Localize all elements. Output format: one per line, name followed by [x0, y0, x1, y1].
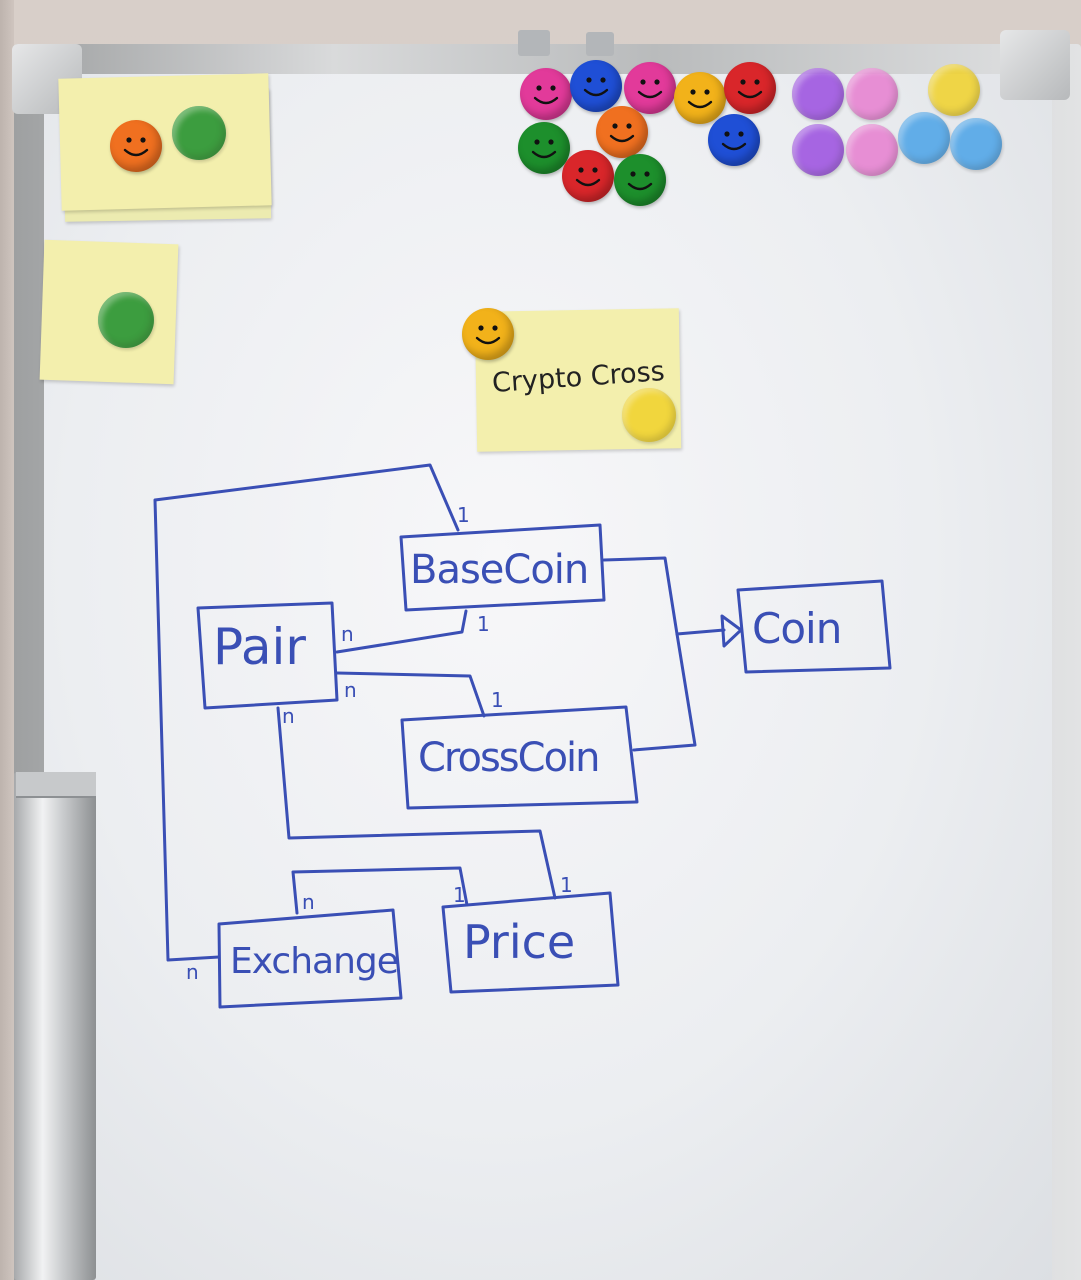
assoc-exchange-price	[291, 866, 469, 915]
smiley-magnet	[624, 62, 676, 114]
multiplicity-label: 1	[457, 503, 470, 527]
magnet	[846, 68, 898, 120]
smiley-magnet	[462, 308, 514, 360]
smiley-magnet	[596, 106, 648, 158]
exchange-box	[217, 908, 403, 1009]
assoc-pair-crosscoin	[335, 671, 486, 718]
generalization-crosscoin-coin	[632, 632, 697, 752]
coin-label: Coin	[752, 604, 842, 653]
multiplicity-label: n	[344, 678, 357, 702]
exchange-label: Exchange	[230, 941, 399, 982]
smiley-magnet	[674, 72, 726, 124]
smiley-magnet	[110, 120, 162, 172]
multiplicity-label: 1	[477, 612, 490, 636]
smiley-magnet	[520, 68, 572, 120]
marker-tray-cap	[16, 772, 96, 798]
price-label: Price	[463, 915, 576, 969]
magnet	[898, 112, 950, 164]
multiplicity-label: n	[341, 622, 354, 646]
smiley-magnet	[562, 150, 614, 202]
multiplicity-label: 1	[491, 688, 504, 712]
smiley-magnet	[518, 122, 570, 174]
pair-box	[196, 601, 339, 710]
magnet	[792, 68, 844, 120]
basecoin-box	[399, 523, 606, 612]
magnet	[792, 124, 844, 176]
magnet	[622, 388, 676, 442]
smiley-magnet	[724, 62, 776, 114]
multiplicity-label: n	[282, 704, 295, 728]
magnet	[98, 292, 154, 348]
magnet	[172, 106, 226, 160]
smiley-magnet	[708, 114, 760, 166]
crosscoin-label: CrossCoin	[418, 735, 601, 781]
whiteboard-surface	[44, 74, 1052, 1280]
multiplicity-label: 1	[560, 873, 573, 897]
wall	[0, 0, 14, 1280]
hanging-clip	[518, 30, 550, 56]
multiplicity-label: n	[302, 890, 315, 914]
generalization-arrow-shaft	[675, 628, 726, 636]
generalization-basecoin-coin	[602, 556, 679, 636]
multiplicity-label: 1	[453, 883, 466, 907]
crosscoin-box	[400, 705, 639, 810]
basecoin-label: BaseCoin	[410, 547, 589, 593]
frame-corner-top-right	[1000, 30, 1070, 100]
pair-label: Pair	[213, 618, 306, 676]
generalization-arrowhead	[720, 614, 743, 648]
hanging-clip	[586, 32, 614, 56]
magnet	[950, 118, 1002, 170]
assoc-pair-basecoin	[335, 609, 468, 654]
assoc-exchange-basecoin	[153, 463, 460, 962]
smiley-magnet	[570, 60, 622, 112]
magnet	[846, 124, 898, 176]
multiplicity-label: n	[186, 960, 199, 984]
marker-tray	[14, 772, 96, 1280]
smiley-magnet	[614, 154, 666, 206]
assoc-pair-price	[276, 706, 557, 900]
coin-box	[736, 579, 892, 674]
magnet	[928, 64, 980, 116]
